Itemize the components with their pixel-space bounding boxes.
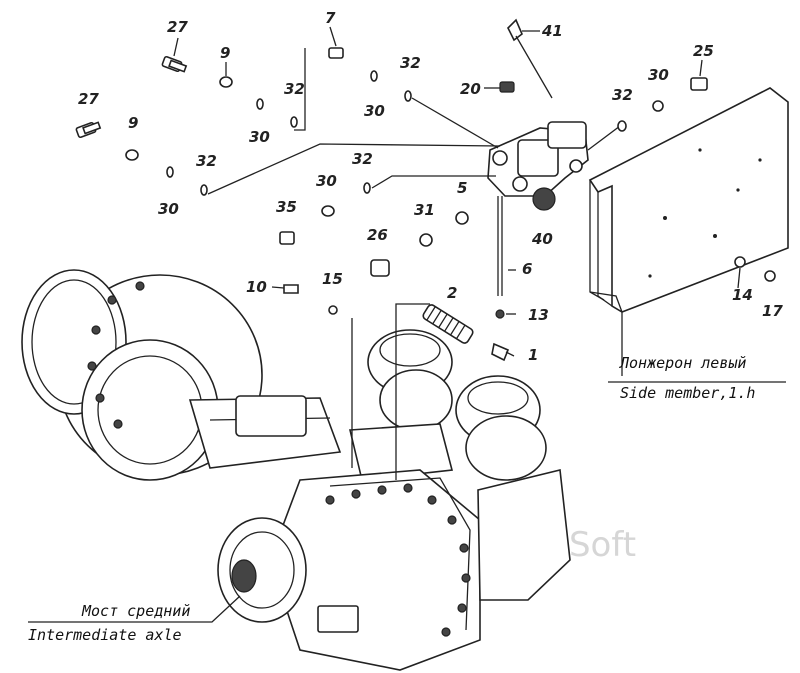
callout-26: 26 bbox=[367, 226, 388, 244]
callout-32d: 32 bbox=[196, 152, 217, 170]
side-member-label-en: Side member,1.h bbox=[620, 384, 755, 402]
callout-13: 13 bbox=[528, 306, 549, 324]
callout-15: 15 bbox=[322, 270, 343, 288]
callout-30a: 30 bbox=[249, 128, 270, 146]
valve-assembly bbox=[487, 121, 589, 296]
axle-label-en: Intermediate axle bbox=[28, 626, 182, 644]
callout-40: 40 bbox=[531, 230, 553, 248]
callout-32a: 32 bbox=[284, 80, 305, 98]
callout-27b: 27 bbox=[78, 90, 99, 108]
side-member bbox=[588, 87, 789, 313]
callout-10: 10 bbox=[246, 278, 267, 296]
callout-9b: 9 bbox=[128, 114, 138, 132]
small-parts bbox=[75, 47, 776, 362]
callout-30e: 30 bbox=[316, 172, 337, 190]
callout-30d: 30 bbox=[158, 200, 179, 218]
callout-7: 7 bbox=[325, 9, 336, 27]
part-41-rod bbox=[507, 18, 553, 99]
callout-14: 14 bbox=[732, 286, 753, 304]
callout-30c: 30 bbox=[648, 66, 669, 84]
callout-30b: 30 bbox=[364, 102, 385, 120]
side-member-label-ru: Лонжерон левый bbox=[618, 354, 746, 372]
intermediate-axle-assembly bbox=[21, 269, 571, 671]
callout-9a: 9 bbox=[220, 44, 230, 62]
callout-5: 5 bbox=[457, 179, 467, 197]
axle-label-ru: Мост средний bbox=[81, 602, 190, 620]
callout-25: 25 bbox=[693, 42, 714, 60]
callout-31: 31 bbox=[414, 201, 435, 219]
callout-27a: 27 bbox=[167, 18, 188, 36]
callout-35: 35 bbox=[276, 198, 297, 216]
pipe-lines bbox=[207, 48, 621, 195]
callout-numbers: 7 41 27 9 25 20 32 30 32 30 32 30 27 9 3… bbox=[78, 9, 783, 364]
callout-32c: 32 bbox=[612, 86, 633, 104]
callout-leaders bbox=[173, 26, 741, 357]
callout-2: 2 bbox=[447, 284, 457, 302]
callout-41: 41 bbox=[541, 22, 563, 40]
callout-32b: 32 bbox=[400, 54, 421, 72]
callout-20: 20 bbox=[460, 80, 481, 98]
callout-32e: 32 bbox=[352, 150, 373, 168]
callout-1: 1 bbox=[528, 346, 538, 364]
callout-17: 17 bbox=[762, 302, 783, 320]
callout-6: 6 bbox=[522, 260, 532, 278]
